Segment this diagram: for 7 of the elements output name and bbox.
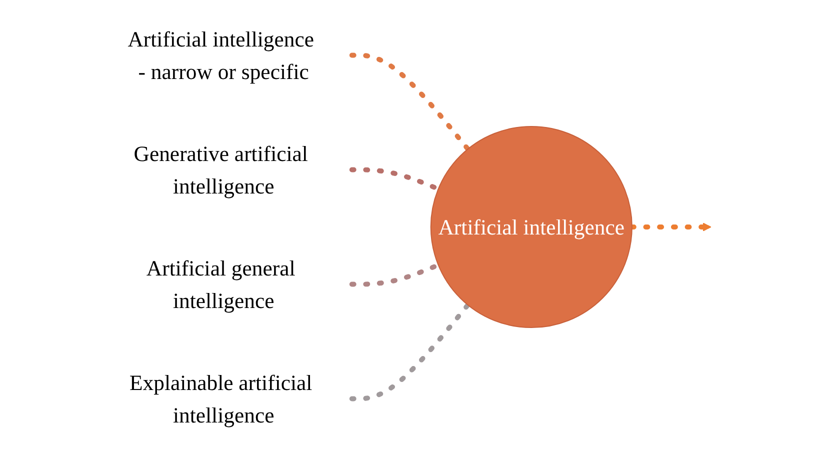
node-text: Artificial general intelligence (146, 256, 296, 313)
node-text: Generative artificial intelligence (134, 141, 308, 198)
node-text: Artificial intelligence - narrow or specific (128, 26, 314, 84)
connector (349, 52, 470, 152)
node-text: Explainable artificial intelligence (130, 370, 312, 428)
node-circle: Artificial intelligence (430, 126, 632, 328)
connector (349, 302, 470, 402)
